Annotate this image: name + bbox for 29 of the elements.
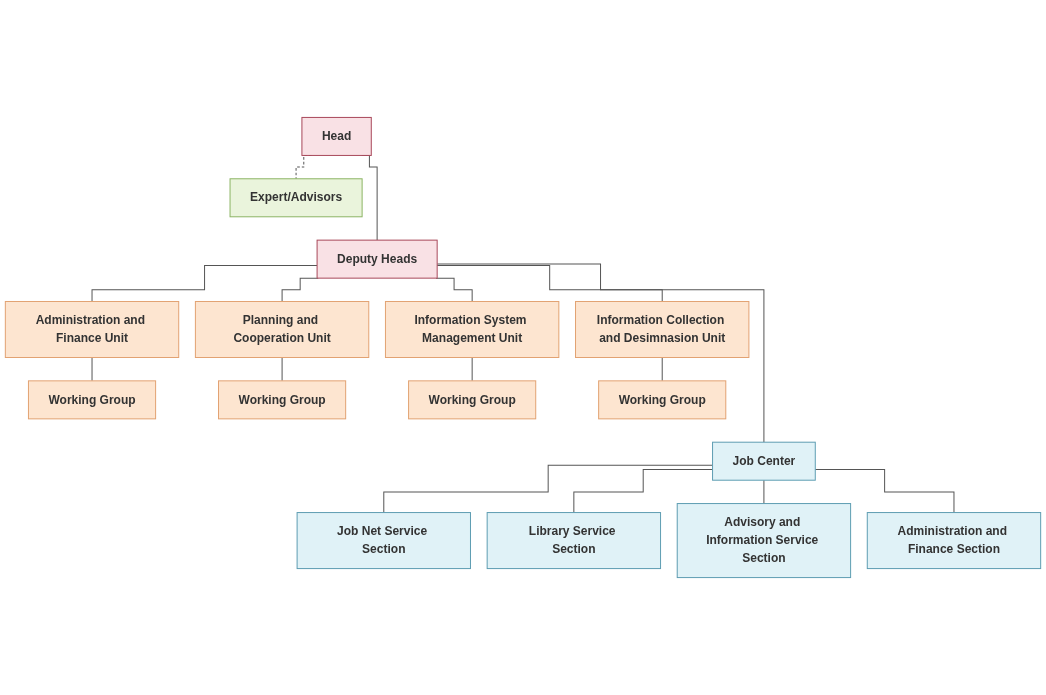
connector (763, 479, 765, 505)
connector (573, 469, 714, 514)
node-box: Information System Management Unit (384, 301, 560, 358)
connector (383, 464, 714, 514)
node-box: Working Group (598, 380, 727, 420)
node-box: Information Collection and Desimnasion Unit (575, 301, 750, 358)
connector (471, 357, 473, 382)
node-box: Working Group (218, 380, 347, 420)
node-box: Job Net Service Section (296, 512, 471, 570)
connector (661, 357, 663, 382)
node-box: Deputy Heads (316, 239, 438, 279)
node-box: Planning and Cooperation Unit (194, 301, 370, 358)
node-box: Head (301, 116, 372, 156)
node-box: Job Center (712, 441, 816, 481)
node-box: Administration and Finance Section (866, 512, 1042, 570)
connector (814, 469, 955, 514)
connector (91, 357, 93, 382)
connector (91, 265, 318, 302)
node-box: Working Group (408, 380, 537, 420)
connector (436, 265, 663, 302)
connector (281, 357, 283, 382)
connector (281, 277, 319, 302)
node-box: Working Group (27, 380, 157, 420)
node-box: Advisory and Information Service Section (676, 503, 852, 579)
node-box: Administration and Finance Unit (4, 301, 180, 358)
node-box: Expert/Advisors (229, 178, 363, 218)
connector (435, 277, 473, 302)
node-box: Library Service Section (486, 512, 662, 570)
connector (436, 263, 765, 443)
